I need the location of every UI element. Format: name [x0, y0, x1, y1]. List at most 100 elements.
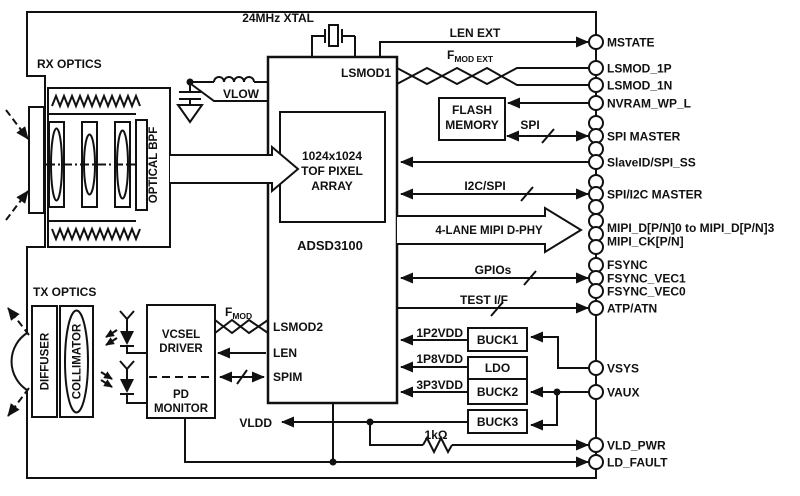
fmod-ext-label: FMOD EXT — [447, 48, 494, 64]
pin-label-slaveid: SlaveID/SPI_SS — [607, 156, 696, 170]
chip-pin-lsmod1: LSMOD1 — [341, 66, 391, 80]
buck1-label: BUCK1 — [477, 333, 519, 347]
pin-vsys-terminal — [588, 360, 604, 376]
flash-label-2: MEMORY — [445, 118, 499, 132]
emitted-ray-icon — [7, 307, 30, 336]
resistor-icon — [422, 435, 453, 455]
ld-fault-wire — [184, 418, 589, 468]
flash-label-1: FLASH — [452, 103, 492, 117]
buck2-box — [467, 378, 528, 405]
collimator-lens-icon — [64, 309, 89, 414]
len-ext-label: LEN EXT — [450, 26, 501, 40]
chip-part-label: ADSD3100 — [297, 238, 363, 253]
pd-label: PD — [173, 389, 189, 401]
pin-spimaster-terminal — [588, 141, 604, 157]
bus-slash — [541, 128, 555, 144]
i2c-spi-label: I2C/SPI — [464, 179, 505, 193]
rail-1p8vdd-label: 1P8VDD — [416, 352, 463, 366]
inductor-icon — [213, 76, 268, 83]
pin-label-mstate: MSTATE — [607, 36, 655, 50]
rx-thread-top-icon — [51, 93, 141, 109]
pin-labels: MSTATE LSMOD_1P LSMOD_1N NVRAM_WP_L SPI … — [607, 36, 775, 470]
pin-terminals — [588, 34, 604, 470]
vlow-wire — [190, 83, 268, 102]
chip-pin-lsmod2: LSMOD2 — [273, 320, 323, 334]
incoming-ray-icon — [5, 109, 29, 140]
mipi-arrow: 4-LANE MIPI D-PHY — [397, 206, 583, 254]
xtal-label: 24MHz XTAL — [242, 11, 314, 25]
optical-bpf-element — [135, 119, 148, 211]
pin-fsync-terminal — [588, 257, 604, 273]
vcsel-driver-block: VCSEL DRIVER PD MONITOR — [146, 304, 216, 419]
pin-spimaster-terminal — [588, 128, 604, 144]
vldd-label: VLDD — [239, 416, 272, 430]
spi-bus-label: SPI — [520, 118, 539, 132]
array-label-1: 1024x1024 — [302, 149, 362, 163]
pin-mipi-terminal — [588, 239, 604, 255]
monitor-label: MONITOR — [154, 403, 209, 415]
diffuser-label: DIFFUSER — [40, 332, 52, 390]
resistor-label: 1kΩ — [425, 428, 448, 442]
pin-label-spii2c: SPI/I2C MASTER — [607, 188, 703, 202]
pin-spii2c-terminal — [588, 199, 604, 215]
pin-label-mipick: MIPI_CK[P/N] — [607, 235, 684, 249]
rx-optics-title: RX OPTICS — [37, 57, 102, 71]
bus-slash — [490, 301, 504, 317]
photodiode-icon — [100, 360, 147, 404]
rx-optics: OPTICAL BPF RX OPTICS — [5, 57, 171, 248]
tx-optics-title: TX OPTICS — [33, 285, 96, 299]
chip-pin-spim: SPIM — [273, 370, 302, 384]
pin-fsyncvec1-terminal — [588, 270, 604, 286]
pin-label-nvram: NVRAM_WP_L — [607, 97, 691, 111]
flash-memory-box — [438, 97, 506, 141]
pin-lsmod1n-terminal — [588, 77, 604, 93]
driver-label: DRIVER — [159, 343, 203, 355]
collimator-label: COLLIMATOR — [72, 323, 84, 399]
rx-front-aperture — [28, 106, 45, 214]
rail-1p2vdd-label: 1P2VDD — [416, 326, 463, 340]
pin-vaux-terminal — [588, 384, 604, 400]
pin-spii2c-terminal — [588, 186, 604, 202]
pin-nvram-terminal — [588, 95, 604, 111]
pin-label-lsmod1n: LSMOD_1N — [607, 79, 672, 93]
vcsel-label: VCSEL — [162, 329, 200, 341]
buck2-label: BUCK2 — [477, 385, 519, 399]
chip-pin-len: LEN — [273, 346, 297, 360]
buck1-box — [467, 327, 528, 352]
vld-pwr-wire — [369, 422, 423, 446]
bus-slash — [520, 186, 534, 202]
pin-label-fsyncvec0: FSYNC_VEC0 — [607, 285, 686, 299]
incoming-ray-icon — [5, 190, 29, 221]
fmod-twisted-pair-icon — [214, 318, 269, 335]
pin-slaveid-terminal — [588, 154, 604, 170]
pin-spimaster-terminal — [588, 115, 604, 131]
rail-3p3vdd-label: 3P3VDD — [416, 378, 463, 392]
fmod-label: FMOD — [225, 305, 252, 321]
tof-pixel-array-box — [279, 111, 386, 223]
array-label-2: TOF PIXEL — [301, 164, 363, 178]
len-ext-wire — [379, 36, 589, 57]
flash-memory-block: FLASH MEMORY — [438, 97, 506, 141]
ldo-label: LDO — [485, 361, 510, 375]
rx-thread-bottom-icon — [51, 226, 141, 242]
rx-light-arrow — [170, 144, 300, 194]
pin-mstate-terminal — [588, 34, 604, 50]
junction-dot — [366, 418, 374, 426]
pin-label-mipid: MIPI_D[P/N]0 to MIPI_D[P/N]3 — [607, 221, 775, 235]
fmod-ext-twisted-pair-icon — [396, 66, 592, 86]
pin-ldfault-terminal — [588, 454, 604, 470]
diffuser-box — [31, 305, 58, 418]
buck3-box — [467, 409, 528, 434]
pin-atp-terminal — [588, 300, 604, 316]
vlow-label: VLOW — [223, 87, 260, 101]
vsys-wire — [530, 331, 589, 369]
emitted-ray-icon — [7, 387, 30, 417]
pin-lsmod1p-terminal — [588, 60, 604, 76]
pin-label-spimaster: SPI MASTER — [607, 130, 681, 144]
pin-label-vldpwr: VLD_PWR — [607, 439, 666, 453]
pin-label-vaux: VAUX — [607, 386, 639, 400]
vcsel-driver-box — [146, 304, 216, 419]
junction-dot — [186, 78, 194, 86]
